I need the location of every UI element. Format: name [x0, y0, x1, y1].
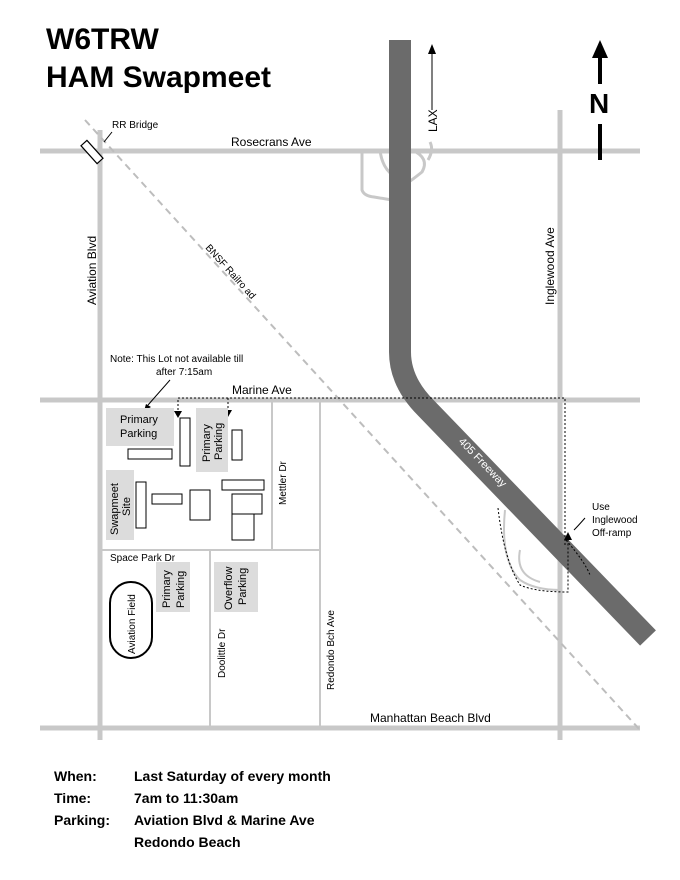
inglewood-offramp-loop: [503, 509, 561, 591]
overflow-parking-line-1: Overflow: [223, 567, 235, 610]
primary-parking-lot-3: [156, 562, 190, 612]
route-arrow-1: [174, 411, 182, 418]
info-row: Time: 7am to 11:30am: [54, 790, 331, 812]
overflow-parking-lot: [214, 562, 258, 612]
space-park-dr-label: Space Park Dr: [110, 553, 176, 564]
title-callsign: W6TRW: [46, 23, 159, 56]
info-value: Last Saturday of every month: [134, 768, 331, 784]
bnsf-railroad: [84, 119, 641, 731]
offramp-route: [497, 507, 569, 593]
minor-roads: [102, 402, 561, 728]
primary-parking-3-line-1: Primary: [161, 570, 173, 608]
building-1: [127, 448, 173, 460]
info-label: Parking:: [54, 812, 111, 828]
swapmeet-site-line-1: Swapmeet: [109, 483, 121, 535]
rr-bridge-label: RR Bridge: [112, 120, 159, 131]
note-pointer: [147, 379, 171, 406]
note-line-2: after 7:15am: [156, 367, 212, 378]
primary-parking-2-line-2: Parking: [213, 423, 225, 460]
building-5: [151, 493, 183, 505]
inglewood-ave-label: Inglewood Ave: [543, 227, 557, 305]
swapmeet-site-lot: [106, 470, 134, 540]
info-value: Redondo Beach: [134, 834, 241, 850]
map: 405 Freeway RR Bridge Rosecrans Ave Mari…: [40, 40, 656, 740]
route-path: [177, 397, 566, 545]
use-offramp-line-3: Off-ramp: [592, 528, 632, 539]
building-4: [135, 481, 147, 529]
offramp-use-pointer: [573, 517, 586, 531]
primary-parking-2-line-1: Primary: [201, 424, 213, 462]
info-row: When: Last Saturday of every month: [54, 768, 331, 790]
info-row: Redondo Beach: [54, 834, 331, 856]
offramp-arrowhead: [564, 532, 572, 540]
aviation-field-label: Aviation Field: [127, 594, 138, 654]
info-value: 7am to 11:30am: [134, 790, 239, 806]
marine-ave-label: Marine Ave: [232, 383, 292, 397]
railroad-label: BNSF Railro ad: [203, 243, 258, 302]
building-9: [231, 513, 255, 541]
building-6: [189, 489, 211, 521]
manhattan-beach-blvd-label: Manhattan Beach Blvd: [370, 711, 491, 725]
info-row: Parking: Aviation Blvd & Marine Ave: [54, 812, 331, 834]
info-label: [54, 834, 134, 856]
rosecrans-ave-label: Rosecrans Ave: [231, 135, 312, 149]
rr-bridge: [80, 139, 104, 165]
primary-parking-lot-1: [106, 408, 174, 446]
aviation-field: [109, 581, 153, 659]
north-arrowhead: [592, 40, 608, 58]
mettler-dr-label: Mettler Dr: [278, 460, 289, 505]
offramp-route-2: [565, 539, 591, 576]
info-label: When:: [54, 768, 97, 784]
building-3: [231, 429, 243, 461]
rosecrans-ramp-right-2: [426, 141, 434, 161]
info-label: Time:: [54, 790, 92, 806]
primary-parking-1-line-2: Parking: [120, 428, 157, 440]
event-info: When: Last Saturday of every month Time: 7…: [54, 768, 331, 856]
lax-label: LAX: [426, 109, 440, 132]
overflow-parking-line-2: Parking: [237, 568, 249, 605]
primary-parking-lot-2: [196, 408, 228, 472]
use-offramp-line-2: Inglewood: [592, 515, 638, 526]
redondo-bch-ave-label: Redondo Bch Ave: [326, 610, 337, 690]
title-event: HAM Swapmeet: [46, 61, 272, 94]
building-2: [179, 417, 191, 467]
inglewood-offramp-loop-inner: [518, 549, 541, 583]
rosecrans-ramp-left: [360, 150, 393, 202]
freeway-405: [389, 40, 656, 646]
lax-arrowhead: [428, 44, 436, 54]
info-value: Aviation Blvd & Marine Ave: [134, 812, 315, 828]
building-7: [221, 479, 265, 491]
swapmeet-site-line-2: Site: [121, 497, 133, 516]
rr-bridge-pointer: [103, 131, 113, 143]
doolittle-dr-label: Doolittle Dr: [217, 628, 228, 678]
primary-parking-1-line-1: Primary: [120, 414, 158, 426]
primary-parking-3-line-2: Parking: [175, 571, 187, 608]
north-arrow: N: [589, 40, 609, 160]
note-line-1: Note: This Lot not available till: [110, 354, 243, 365]
aviation-blvd-label: Aviation Blvd: [85, 236, 99, 305]
building-8: [231, 493, 263, 515]
north-label: N: [589, 88, 609, 119]
use-offramp-line-1: Use: [592, 502, 610, 513]
